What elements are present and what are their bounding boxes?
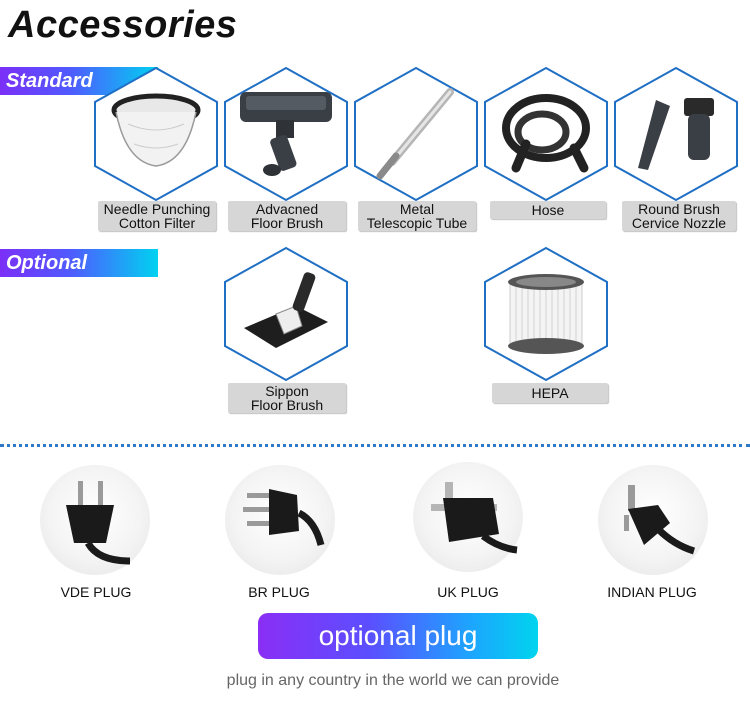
hepa-filter-icon xyxy=(508,274,584,354)
section-divider xyxy=(0,444,750,447)
round-brush-nozzle-card xyxy=(613,66,739,202)
floor-brush-card xyxy=(223,66,349,202)
br-plug-label: BR PLUG xyxy=(248,584,310,600)
sippon-floor-brush-label: Sippon Floor Brush xyxy=(228,383,346,413)
floor-brush-label: Advacned Floor Brush xyxy=(228,201,346,231)
cotton-filter-label: Needle Punching Cotton Filter xyxy=(98,201,216,231)
br-plug-icon xyxy=(225,465,335,575)
plug-caption: plug in any country in the world we can … xyxy=(226,672,560,689)
hose-label: Hose xyxy=(490,201,606,219)
sippon-floor-brush-icon xyxy=(244,272,328,348)
hepa-label: HEPA xyxy=(492,383,608,403)
uk-plug-label: UK PLUG xyxy=(437,584,499,600)
vde-plug-icon xyxy=(40,465,150,575)
hose-card xyxy=(483,66,609,202)
vde-plug-label: VDE PLUG xyxy=(60,584,132,600)
optional-plug-banner: optional plug xyxy=(258,613,538,659)
uk-plug-icon xyxy=(413,462,523,572)
cotton-filter-icon xyxy=(111,93,201,167)
round-brush-nozzle-icon xyxy=(638,98,714,170)
sippon-floor-brush-card xyxy=(223,246,349,382)
floor-brush-icon xyxy=(240,92,332,176)
optional-section-tag: Optional xyxy=(0,249,158,277)
indian-plug-icon xyxy=(598,465,708,575)
indian-plug-label: INDIAN PLUG xyxy=(607,584,697,600)
hose-icon xyxy=(502,94,590,173)
telescopic-tube-card xyxy=(353,66,479,202)
hepa-filter-card xyxy=(483,246,609,382)
telescopic-tube-icon xyxy=(376,88,454,180)
round-brush-nozzle-label: Round Brush Cervice Nozzle xyxy=(622,201,736,231)
page-title: Accessories xyxy=(8,4,238,46)
cotton-filter-card xyxy=(93,66,219,202)
telescopic-tube-label: Metal Telescopic Tube xyxy=(358,201,476,231)
